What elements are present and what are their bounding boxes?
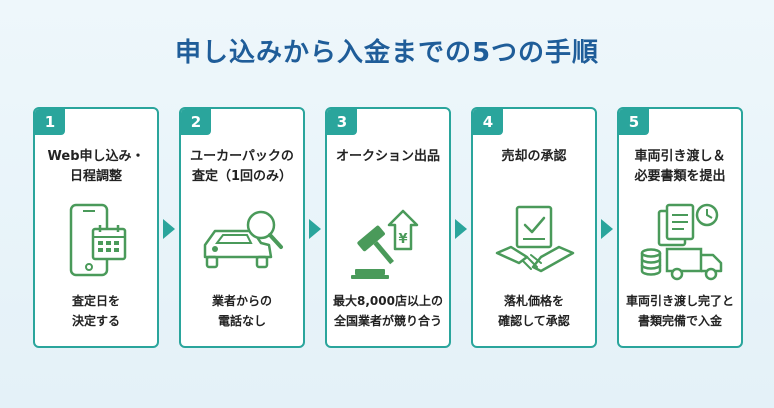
- arrow-right-icon: [163, 219, 175, 239]
- step-description: 車両引き渡し完了と 書類完備で入金: [621, 291, 739, 331]
- step-desc-line: 最大8,000店以上の: [333, 294, 443, 308]
- car-magnifier-icon: [203, 210, 283, 269]
- step-title: オークション出品: [331, 147, 445, 167]
- step-card-4: 4 売却の承認 落札価格を 確認して承認: [471, 107, 597, 348]
- step-desc-line: 電話なし: [217, 314, 266, 328]
- step-card-1: 1 Web申し込み・ 日程調整 査定日を 決定する: [33, 107, 159, 348]
- step-description: 落札価格を 確認して承認: [475, 291, 593, 331]
- step-description: 最大8,000店以上の 全国業者が競り合う: [329, 291, 447, 331]
- step-title-line: Web申し込み・: [47, 149, 145, 164]
- step-title: 売却の承認: [477, 147, 591, 167]
- step-title-line: オークション出品: [335, 149, 440, 164]
- step-title-line: 必要書類を提出: [634, 169, 726, 184]
- step-number-badge: 5: [619, 109, 649, 135]
- arrow-right-icon: [601, 219, 613, 239]
- step-title-line: ユーカーパックの: [190, 149, 294, 164]
- step-number-badge: 1: [35, 109, 65, 135]
- step-desc-line: 業者からの: [211, 294, 272, 308]
- step-desc-line: 落札価格を: [503, 294, 564, 308]
- arrow-right-icon: [455, 219, 467, 239]
- step-number-badge: 3: [327, 109, 357, 135]
- step-number-badge: 4: [473, 109, 503, 135]
- step-card-3: 3 オークション出品 ¥ 最大8,000店以上の 全国業者が競り合う: [325, 107, 451, 348]
- step-description: 査定日を 決定する: [37, 291, 155, 331]
- step-card-2: 2 ユーカーパックの 査定（1回のみ） 業者からの 電話なし: [179, 107, 305, 348]
- step-title-line: 車両引き渡し＆: [634, 149, 726, 164]
- step-title-line: 日程調整: [69, 169, 122, 184]
- step-desc-line: 全国業者が競り合う: [333, 314, 442, 328]
- step-desc-line: 確認して承認: [498, 314, 570, 328]
- step-description: 業者からの 電話なし: [183, 291, 301, 331]
- step-number-badge: 2: [181, 109, 211, 135]
- svg-text:¥: ¥: [398, 232, 407, 247]
- step-desc-line: 車両引き渡し完了と: [625, 294, 734, 308]
- page-title: 申し込みから入金までの5つの手順: [174, 38, 600, 68]
- documents-truck-icon: [640, 203, 723, 281]
- gavel-yen-icon: ¥: [351, 209, 419, 279]
- step-desc-line: 決定する: [71, 314, 120, 328]
- step-title-line: 査定（1回のみ）: [191, 169, 293, 184]
- smartphone-calendar-icon: [69, 203, 127, 277]
- step-title-line: 売却の承認: [501, 149, 567, 164]
- step-title: ユーカーパックの 査定（1回のみ）: [185, 147, 299, 187]
- arrow-right-icon: [309, 219, 321, 239]
- step-desc-line: 書類完備で入金: [637, 314, 722, 328]
- handshake-document-icon: [495, 205, 575, 273]
- step-desc-line: 査定日を: [71, 294, 120, 308]
- step-title: Web申し込み・ 日程調整: [39, 147, 153, 187]
- step-card-5: 5 車両引き渡し＆ 必要書類を提出 車両引き渡し完了と: [617, 107, 743, 348]
- step-title: 車両引き渡し＆ 必要書類を提出: [623, 147, 737, 187]
